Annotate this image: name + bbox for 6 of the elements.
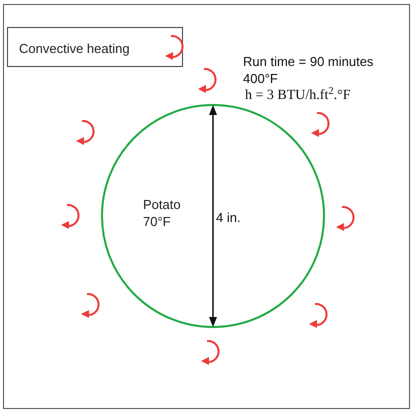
node-label: Potato 70°F xyxy=(143,196,182,230)
legend-label: Convective heating xyxy=(19,40,130,58)
condition-label: 400°F xyxy=(243,70,278,87)
dimension-label: 4 in. xyxy=(216,209,241,227)
condition-label: h = 3 BTU/h.ft$^{2}$.°F xyxy=(245,87,350,104)
condition-label: Run time = 90 minutes xyxy=(243,53,374,70)
